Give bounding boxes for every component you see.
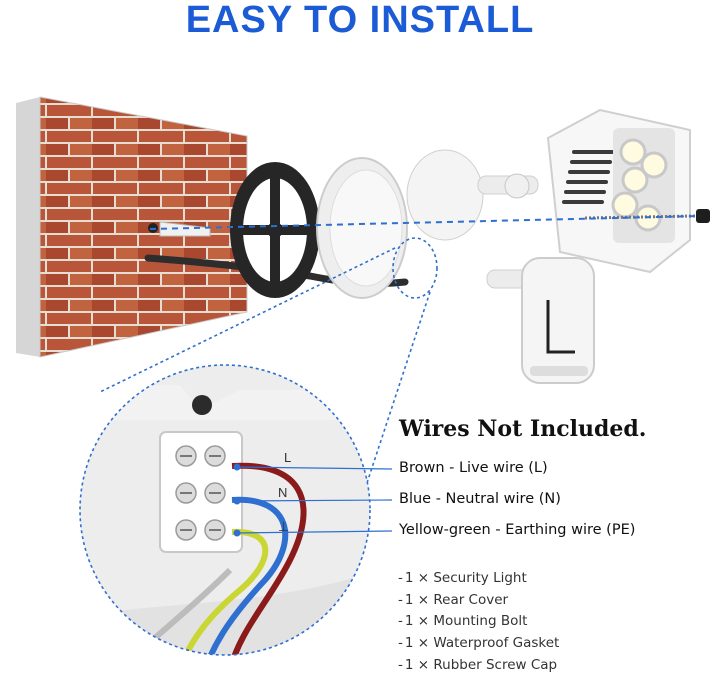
- list-item: -1 × Rear Cover: [398, 591, 509, 608]
- callout-dot-earth: [233, 529, 241, 537]
- brick-wall: [16, 96, 248, 358]
- led-cluster: [611, 128, 675, 243]
- waterproof-gasket: [230, 162, 320, 298]
- security-light: [406, 108, 691, 384]
- page-title: EASY TO INSTALL: [185, 0, 535, 41]
- callout-leaders: [236, 466, 393, 534]
- motion-sensor: [521, 257, 595, 384]
- wire-label-neutral: Blue - Neutral wire (N): [399, 491, 561, 507]
- assembly-guide-line: [149, 215, 701, 230]
- callout-dot-neutral: [233, 497, 241, 505]
- rear-cover: [316, 157, 408, 299]
- list-item: -1 × Rubber Screw Cap: [398, 656, 558, 673]
- package-contents-list: -1 × Security Light -1 × Rear Cover -1 ×…: [398, 568, 559, 676]
- terminal-mark-earth: ⊥: [278, 519, 289, 534]
- list-item: -1 × Waterproof Gasket: [398, 635, 560, 652]
- rubber-screw-cap: [696, 209, 710, 223]
- callout-dot-live: [233, 463, 241, 471]
- list-item: -1 × Mounting Bolt: [398, 613, 528, 630]
- terminal-block-detail: L N ⊥: [80, 365, 370, 655]
- terminal-mark-live: L: [284, 450, 291, 465]
- list-item: -1 × Security Light: [398, 570, 527, 586]
- wires-note: Wires Not Included.: [399, 416, 647, 442]
- wire-label-live: Brown - Live wire (L): [399, 460, 548, 476]
- terminal-mark-neutral: N: [278, 485, 287, 500]
- wire-label-earth: Yellow-green - Earthing wire (PE): [399, 522, 636, 538]
